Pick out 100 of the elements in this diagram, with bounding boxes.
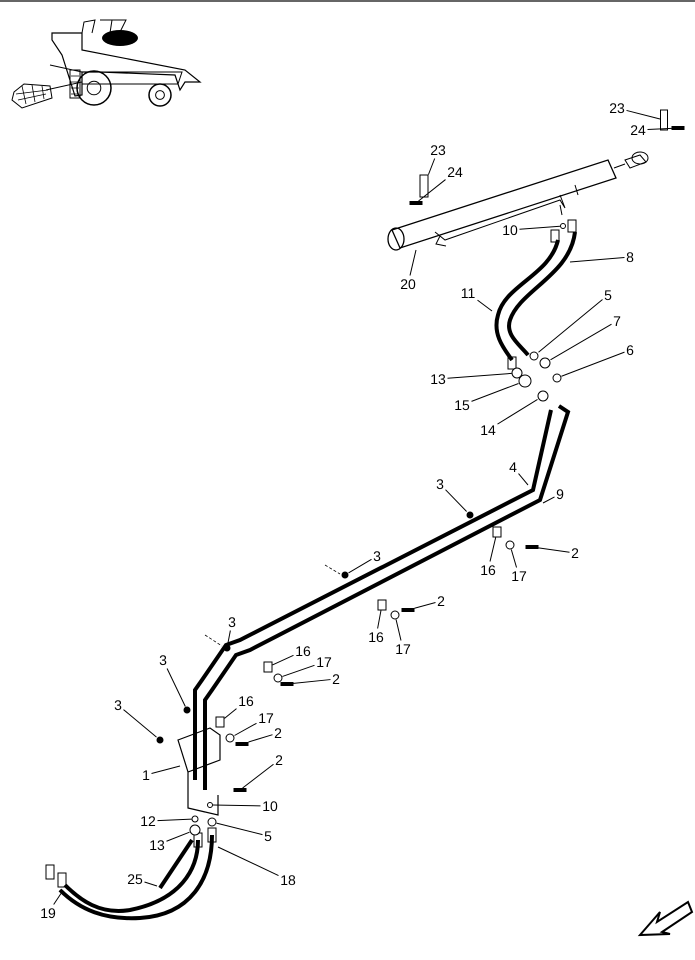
callout-number: 13 <box>148 837 166 853</box>
callout-number: 20 <box>399 276 417 292</box>
leader-line <box>272 654 294 666</box>
leader-line <box>144 882 158 886</box>
leader-line <box>396 619 402 641</box>
leader-line <box>151 766 180 774</box>
callout-number: 16 <box>237 693 255 709</box>
leader-line <box>157 818 192 822</box>
callout-number: 23 <box>608 100 626 116</box>
leader-line <box>348 558 372 574</box>
callout-number: 19 <box>39 905 57 921</box>
leader-line <box>447 372 512 379</box>
bolt <box>526 545 538 549</box>
bolt <box>402 608 414 612</box>
leader-line <box>471 382 519 402</box>
clamp <box>378 600 386 610</box>
callout-number: 17 <box>257 710 275 726</box>
callout-number: 16 <box>367 629 385 645</box>
nut <box>342 572 348 578</box>
leader-line <box>538 547 570 553</box>
callout-number: 13 <box>429 371 447 387</box>
leader-line <box>53 892 62 905</box>
washer <box>518 374 532 388</box>
leader-line <box>234 722 257 736</box>
leader-line <box>570 256 625 262</box>
nut <box>190 824 200 836</box>
callout-number: 7 <box>612 313 622 329</box>
leader-line <box>418 179 446 202</box>
callout-number: 10 <box>261 798 279 814</box>
bolt <box>280 682 294 686</box>
leader-line <box>212 804 261 806</box>
pin <box>660 110 668 130</box>
leader-line <box>123 709 157 738</box>
callout-number: 4 <box>508 459 518 475</box>
leader-line <box>510 549 518 568</box>
leader-line <box>550 324 612 360</box>
o-ring <box>560 223 566 229</box>
leader-line <box>497 398 538 425</box>
leader-line <box>282 664 315 677</box>
callout-number: 15 <box>453 397 471 413</box>
leader-line <box>227 630 231 645</box>
washer <box>390 610 400 620</box>
nut <box>512 368 522 378</box>
callout-number: 6 <box>625 342 635 358</box>
leader-line <box>626 110 660 120</box>
leader-line <box>377 610 382 629</box>
leader-line <box>242 764 274 788</box>
leader-line <box>410 250 416 276</box>
callout-number: 24 <box>629 122 647 138</box>
leader-line <box>445 489 468 512</box>
leader-line <box>166 668 186 707</box>
clamp <box>492 526 502 538</box>
callout-number: 17 <box>315 654 333 670</box>
o-ring <box>192 816 198 822</box>
leader-line <box>477 300 492 312</box>
callout-number: 8 <box>625 249 635 265</box>
leader-line <box>647 128 672 130</box>
callout-number: 25 <box>126 871 144 887</box>
callout-number: 3 <box>435 476 445 492</box>
fitting <box>538 390 548 402</box>
cotter-pin <box>410 201 422 205</box>
callout-number: 2 <box>331 671 341 687</box>
leader-line <box>216 822 263 836</box>
o-ring <box>207 802 213 808</box>
leader-line <box>518 473 528 486</box>
nut <box>224 644 230 652</box>
leader-line <box>542 496 555 504</box>
callout-number: 5 <box>263 828 273 844</box>
callout-number: 3 <box>227 614 237 630</box>
callout-number: 10 <box>501 222 519 238</box>
nut <box>156 736 164 744</box>
washer <box>226 734 234 742</box>
leader-line <box>490 537 496 562</box>
fitting <box>552 374 562 382</box>
washer <box>274 674 282 682</box>
bolt <box>234 788 246 792</box>
bolt <box>236 742 248 746</box>
callout-number: 3 <box>113 697 123 713</box>
callout-number: 2 <box>274 752 284 768</box>
callout-number: 2 <box>273 725 283 741</box>
callout-number: 9 <box>555 486 565 502</box>
leader-line <box>414 602 436 609</box>
nut <box>466 512 474 518</box>
nut <box>184 706 190 714</box>
clamp <box>264 662 272 672</box>
leader-line <box>224 708 237 719</box>
callout-number: 17 <box>394 641 412 657</box>
leader-line <box>538 299 603 353</box>
callout-number: 24 <box>446 164 464 180</box>
callout-number: 3 <box>158 652 168 668</box>
callout-number: 3 <box>372 548 382 564</box>
callout-number: 17 <box>510 568 528 584</box>
nut <box>530 352 538 360</box>
callout-number: 12 <box>139 813 157 829</box>
callout-number: 14 <box>479 422 497 438</box>
washer <box>506 540 514 550</box>
callout-number: 2 <box>436 593 446 609</box>
callout-number: 1 <box>141 767 151 783</box>
callout-number: 16 <box>479 562 497 578</box>
callout-number: 16 <box>294 643 312 659</box>
